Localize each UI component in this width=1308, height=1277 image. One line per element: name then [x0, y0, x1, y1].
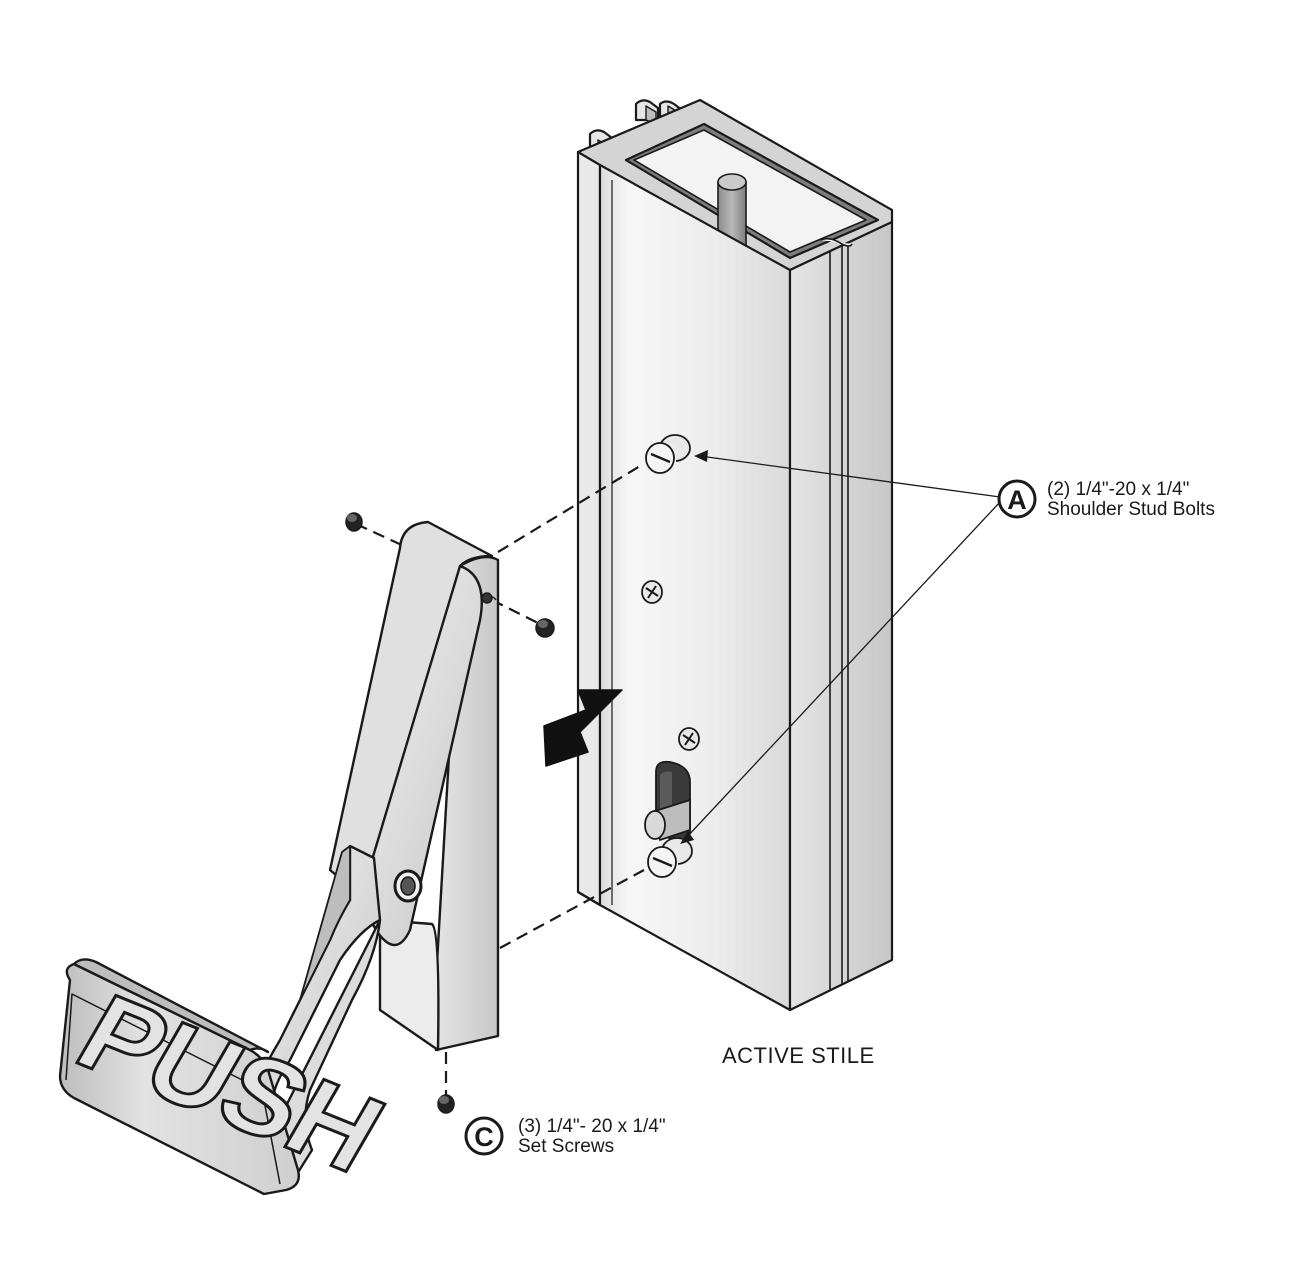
callout-a-text: (2) 1/4"-20 x 1/4" Shoulder Stud Bolts [1047, 480, 1215, 520]
callout-a-letter: A [1007, 485, 1027, 515]
callout-c-text: (3) 1/4"- 20 x 1/4" Set Screws [518, 1117, 666, 1157]
callout-a-line2: Shoulder Stud Bolts [1047, 499, 1215, 520]
stile-hardware [641, 434, 700, 878]
upper-stud-bolt [645, 434, 691, 474]
active-stile [576, 98, 894, 1012]
leader-lines [685, 455, 1001, 839]
callout-c-line1: (3) 1/4"- 20 x 1/4" [518, 1116, 666, 1137]
phillips-screw-icon [641, 580, 663, 604]
lower-stud-bolt [647, 837, 693, 878]
set-screw-icon [535, 618, 555, 638]
callout-c-marker: C [464, 1116, 504, 1156]
push-handle [58, 520, 500, 1196]
leader-arrowheads [680, 450, 708, 844]
callout-c-letter: C [474, 1122, 494, 1152]
alignment-lines [355, 465, 645, 1100]
set-screw-icon [437, 1094, 455, 1114]
callout-c-line2: Set Screws [518, 1136, 615, 1157]
phillips-screw-icon [678, 727, 700, 751]
callout-a-marker: A [997, 479, 1037, 519]
set-screws [345, 512, 555, 1114]
latch-slot [644, 760, 691, 842]
stile-label: ACTIVE STILE [722, 1043, 875, 1068]
callout-a-line1: (2) 1/4"-20 x 1/4" [1047, 479, 1190, 500]
set-screw-icon [345, 512, 363, 532]
assembly-direction-arrow [543, 689, 623, 767]
